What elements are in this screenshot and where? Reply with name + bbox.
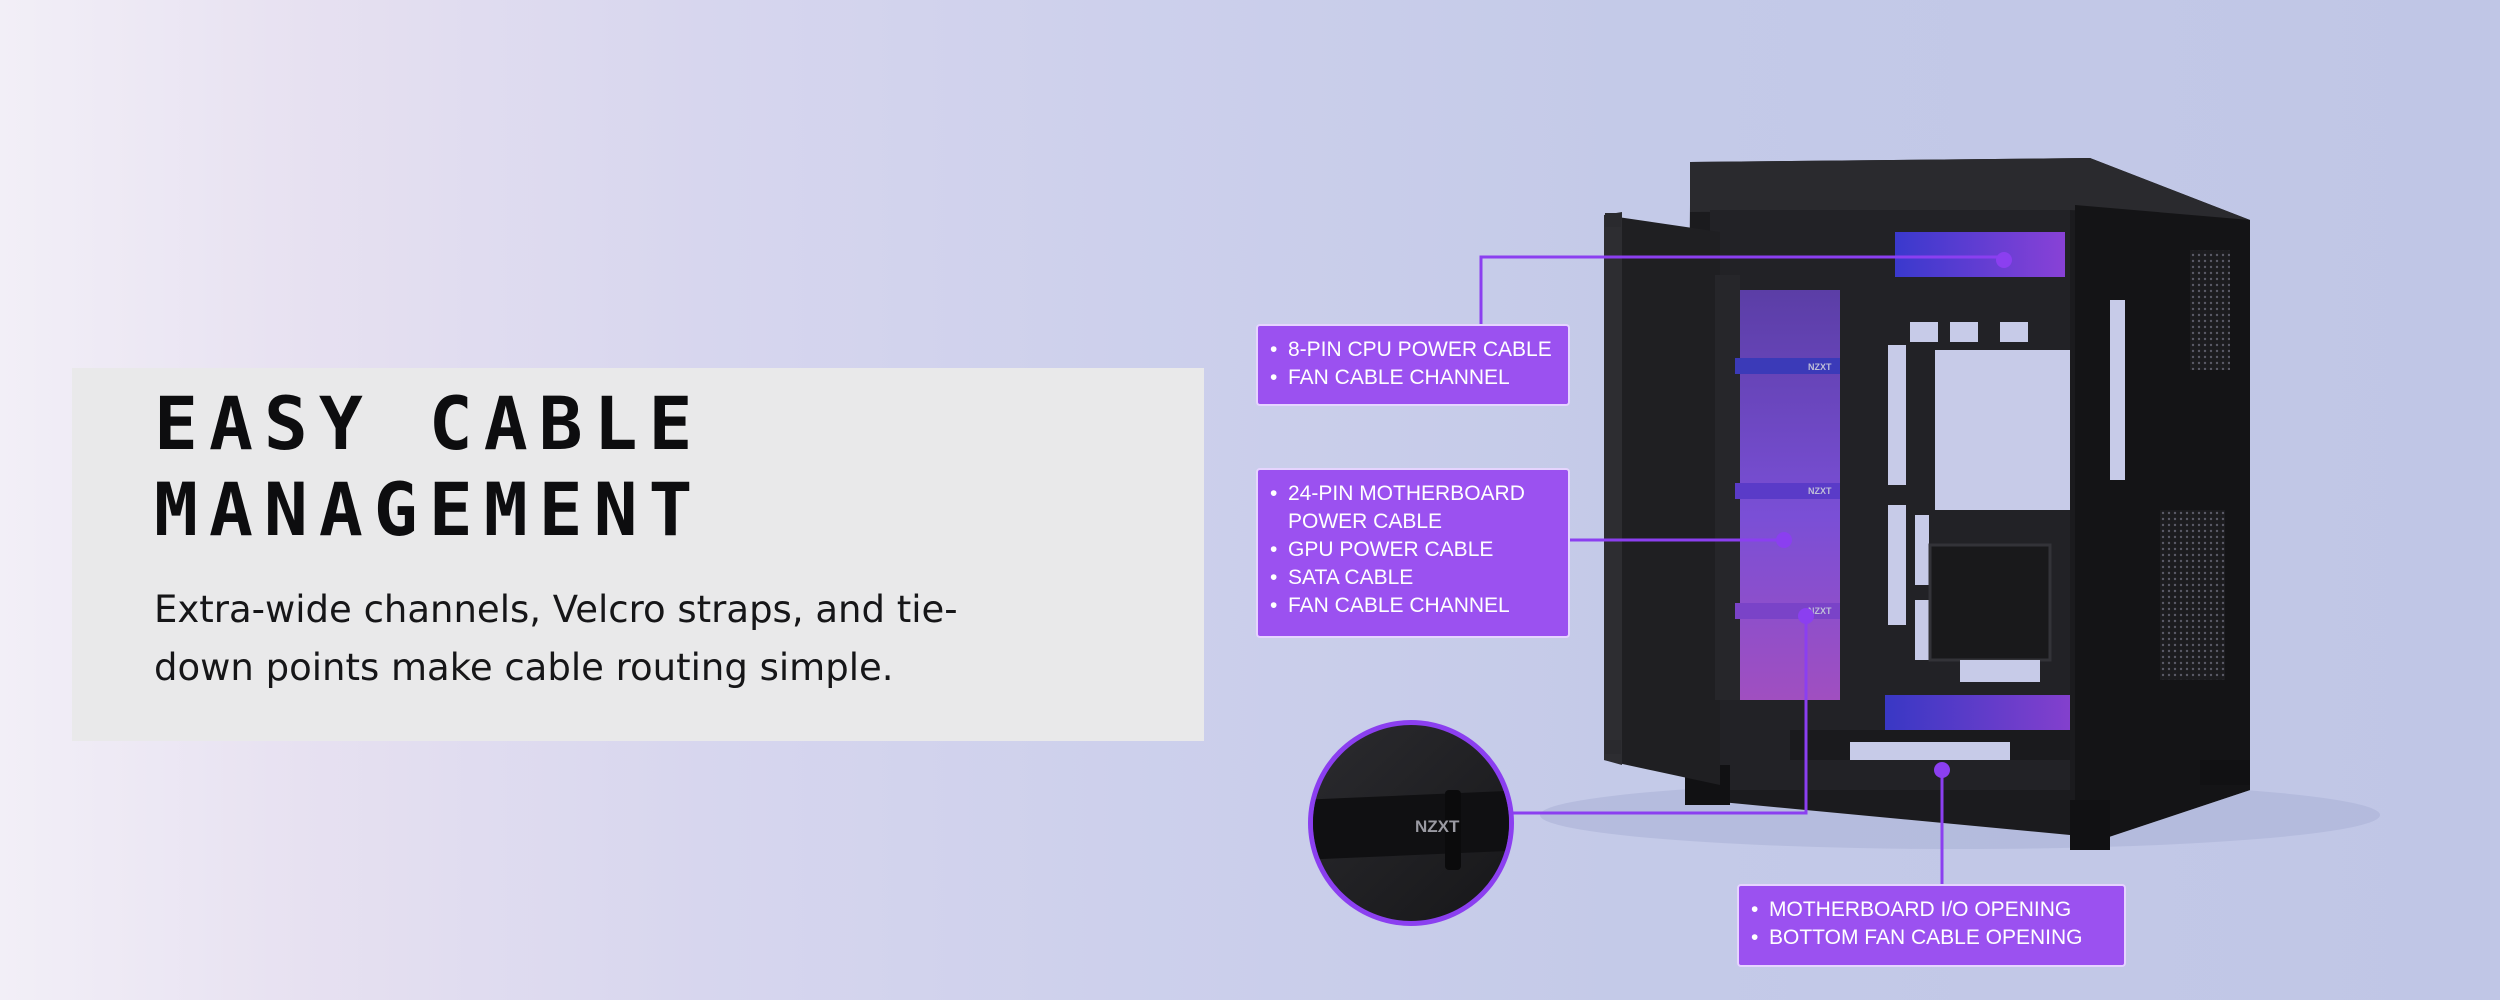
callout-item: 24-PIN MOTHERBOARD POWER CABLE	[1266, 480, 1528, 536]
velcro-strap	[1735, 358, 1840, 374]
side-vent-mesh	[2190, 250, 2230, 370]
callout-item: FAN CABLE CHANNEL	[1266, 592, 1560, 620]
callout-io-openings: MOTHERBOARD I/O OPENING BOTTOM FAN CABLE…	[1737, 884, 2126, 967]
brand-mark-strap-2: NZXT	[1808, 486, 1832, 496]
callout-item: GPU POWER CABLE	[1266, 536, 1560, 564]
velcro-strap	[1735, 483, 1840, 499]
callout-motherboard-cables: 24-PIN MOTHERBOARD POWER CABLE GPU POWER…	[1256, 468, 1570, 638]
callout-cpu-power: 8-PIN CPU POWER CABLE FAN CABLE CHANNEL	[1256, 324, 1570, 406]
brand-mark-strap-3: NZXT	[1808, 606, 1832, 616]
callout-item: SATA CABLE	[1266, 564, 1560, 592]
zoom-inset: NZXT	[1308, 720, 1514, 926]
feature-description: Extra-wide channels, Velcro straps, and …	[154, 588, 958, 689]
leader-dots	[1776, 252, 2012, 778]
top-fan-glow	[1895, 232, 2065, 277]
brand-mark-strap-1: NZXT	[1808, 362, 1832, 372]
callout-item: MOTHERBOARD I/O OPENING	[1747, 896, 2116, 924]
brand-mark-inset: NZXT	[1415, 817, 1460, 836]
callout-item: BOTTOM FAN CABLE OPENING	[1747, 924, 2116, 952]
cable-management-panel: NZXT NZXT NZXT	[1604, 212, 1840, 785]
feature-text-panel: EASY CABLE MANAGEMENT Extra-wide channel…	[72, 368, 1204, 741]
side-vent-mesh-lower	[2160, 510, 2225, 680]
callout-item: 8-PIN CPU POWER CABLE	[1266, 336, 1560, 364]
page-title: EASY CABLE MANAGEMENT	[154, 382, 704, 553]
leader-lines	[1479, 255, 2004, 884]
callout-item: FAN CABLE CHANNEL	[1266, 364, 1560, 392]
bottom-fan-glow	[1885, 695, 2070, 733]
